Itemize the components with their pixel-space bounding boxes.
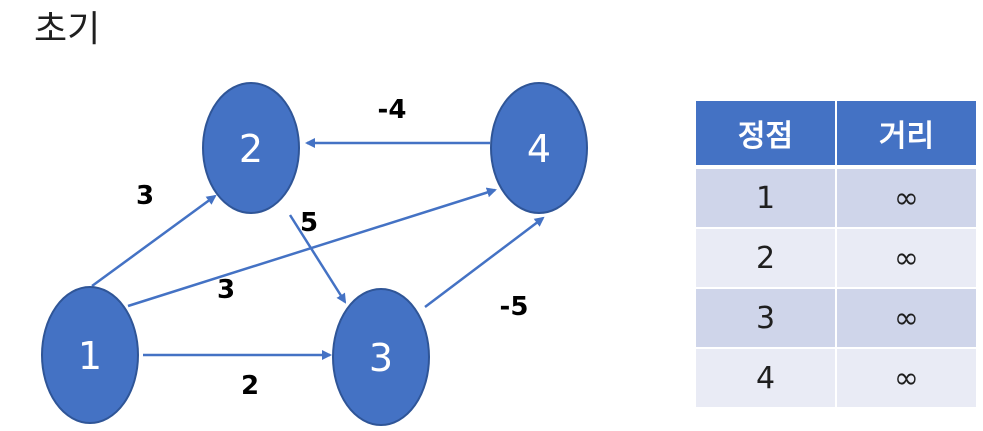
page-title: 초기	[34, 9, 101, 50]
column-header-vertex: 정점	[694, 99, 837, 169]
graph-diagram: -4 3 5 3 -5 2 2 4 1 3	[41, 82, 588, 426]
table-row: 3 ∞	[694, 287, 978, 349]
node-4: 4	[490, 82, 588, 214]
edge-weight-1-3: 2	[241, 371, 259, 401]
column-header-distance: 거리	[835, 99, 978, 169]
edge-1-to-4	[127, 187, 497, 308]
distance-cell: ∞	[835, 227, 978, 289]
distance-cell: ∞	[835, 166, 978, 229]
node-3-label: 3	[369, 336, 393, 380]
distance-cell: ∞	[835, 287, 978, 349]
vertex-cell: 1	[694, 166, 837, 229]
edge-weight-4-2: -4	[378, 95, 407, 125]
node-1-label: 1	[78, 334, 102, 378]
vertex-cell: 2	[694, 227, 837, 289]
vertex-cell: 4	[694, 347, 837, 409]
edge-2-to-3	[288, 214, 347, 304]
distance-cell: ∞	[835, 347, 978, 409]
table-row: 2 ∞	[694, 227, 978, 289]
edge-weight-1-4: 3	[217, 275, 235, 305]
table-row: 1 ∞	[694, 166, 978, 229]
vertex-cell: 3	[694, 287, 837, 349]
node-2-label: 2	[239, 127, 263, 171]
node-2: 2	[202, 82, 300, 214]
table-row: 4 ∞	[694, 347, 978, 409]
edge-weight-2-3: 5	[300, 208, 318, 238]
node-1: 1	[41, 286, 139, 424]
edge-1-to-2	[91, 194, 217, 288]
node-3: 3	[332, 288, 430, 426]
node-4-label: 4	[527, 127, 551, 171]
edge-3-to-4	[424, 216, 545, 308]
edge-weight-3-4: -5	[500, 292, 529, 322]
distance-table: 정점 거리 1 ∞ 2 ∞ 3 ∞ 4 ∞	[694, 99, 978, 409]
table-header-row: 정점 거리	[694, 99, 978, 169]
edge-weight-1-2: 3	[136, 181, 154, 211]
